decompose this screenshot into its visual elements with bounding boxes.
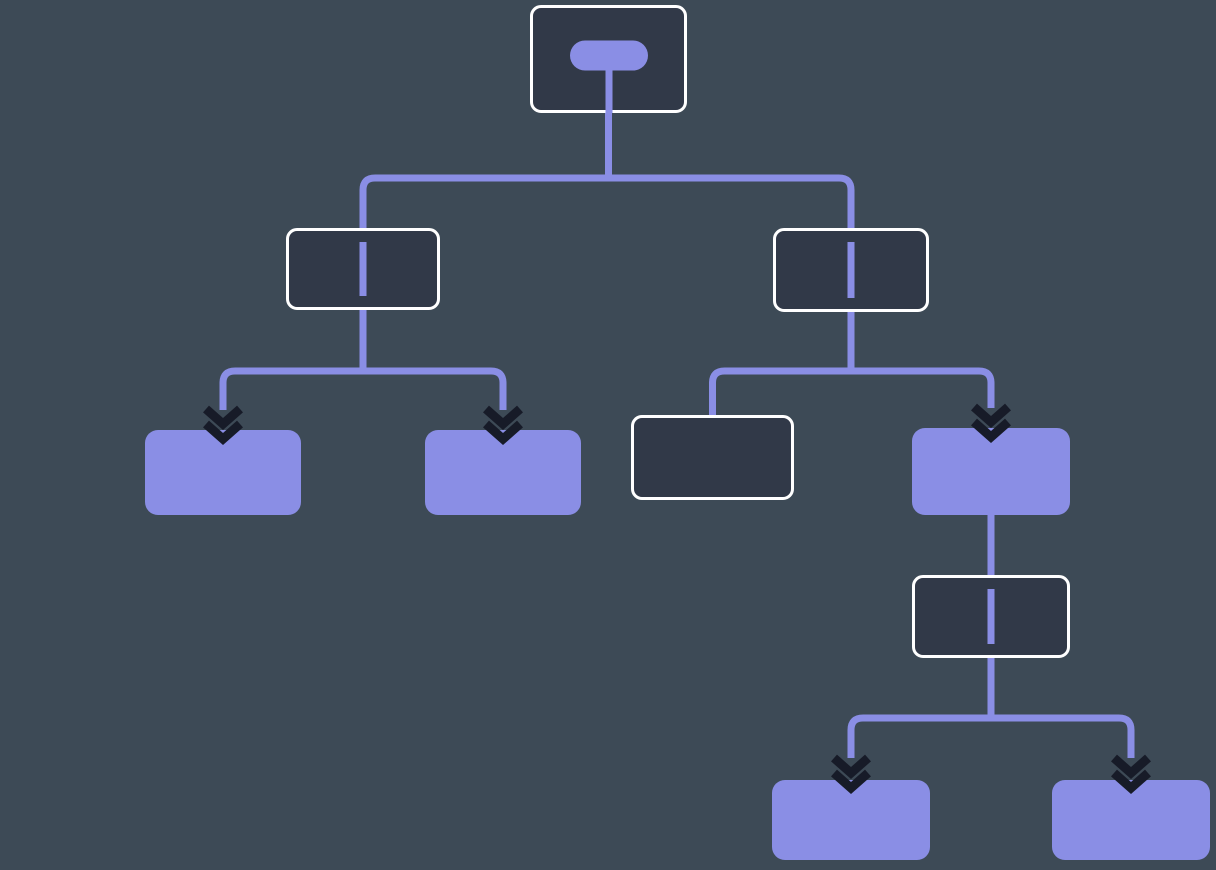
dark-leaf-node[interactable] xyxy=(631,415,794,500)
double-chevron-down-icon xyxy=(971,403,1011,444)
root-node[interactable] xyxy=(530,5,687,113)
pass-through-line xyxy=(847,242,855,298)
root-connector-stub xyxy=(605,59,612,113)
double-chevron-down-icon xyxy=(831,754,871,795)
branch-node-bottom[interactable] xyxy=(912,575,1070,658)
pass-through-line xyxy=(359,242,367,296)
pass-through-line xyxy=(987,589,995,644)
double-chevron-down-icon xyxy=(1111,754,1151,795)
edge-level1-bar xyxy=(359,174,855,232)
edge-left-bar xyxy=(219,367,507,410)
pill-marker xyxy=(569,40,648,71)
double-chevron-down-icon xyxy=(483,405,523,446)
edge-bottom-bar xyxy=(847,714,1135,758)
double-chevron-down-icon xyxy=(203,405,243,446)
branch-node-right[interactable] xyxy=(773,228,929,312)
edge-right-bar xyxy=(709,367,995,418)
branch-node-left[interactable] xyxy=(286,228,440,310)
